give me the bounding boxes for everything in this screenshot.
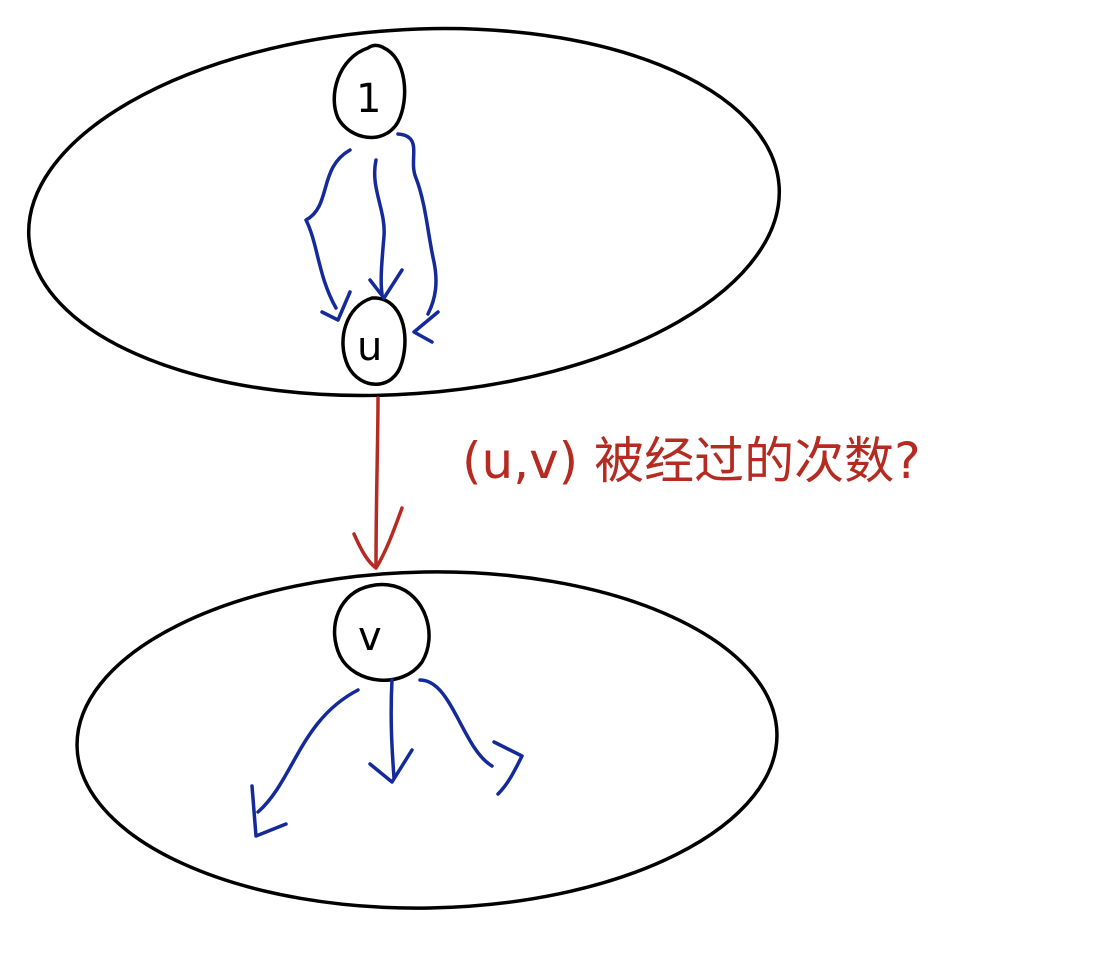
edge-arrowhead (352, 506, 404, 570)
node-source: 1 (332, 43, 407, 140)
path-left (304, 148, 352, 310)
node-tail: u (341, 296, 407, 386)
path-right-arrowhead (412, 310, 440, 344)
out-path-middle (389, 678, 396, 780)
node-head-circle (332, 582, 431, 682)
paths-out-of-head (250, 678, 524, 838)
node-source-circle (332, 43, 407, 140)
upper-component-ellipse (26, 26, 782, 398)
node-tail-label: u (357, 324, 382, 370)
node-tail-circle (341, 296, 407, 386)
node-head: v (332, 582, 431, 682)
out-path-right-arrowhead (492, 740, 524, 796)
out-path-left (256, 688, 360, 814)
path-right (396, 132, 438, 316)
path-middle-arrowhead (368, 268, 404, 300)
path-middle (372, 158, 386, 296)
edge-tail-to-head (352, 396, 404, 570)
node-source-label: 1 (356, 76, 381, 122)
out-path-right (418, 678, 494, 768)
edge-question-label: (u,v) 被经过的次数? (462, 432, 921, 490)
paths-into-tail (304, 132, 440, 344)
node-head-label: v (358, 614, 382, 660)
out-path-middle-arrowhead (368, 748, 414, 784)
path-left-arrowhead (320, 290, 352, 322)
edge-line (374, 396, 380, 568)
out-path-left-arrowhead (250, 784, 288, 838)
lower-component-ellipse (75, 570, 779, 910)
